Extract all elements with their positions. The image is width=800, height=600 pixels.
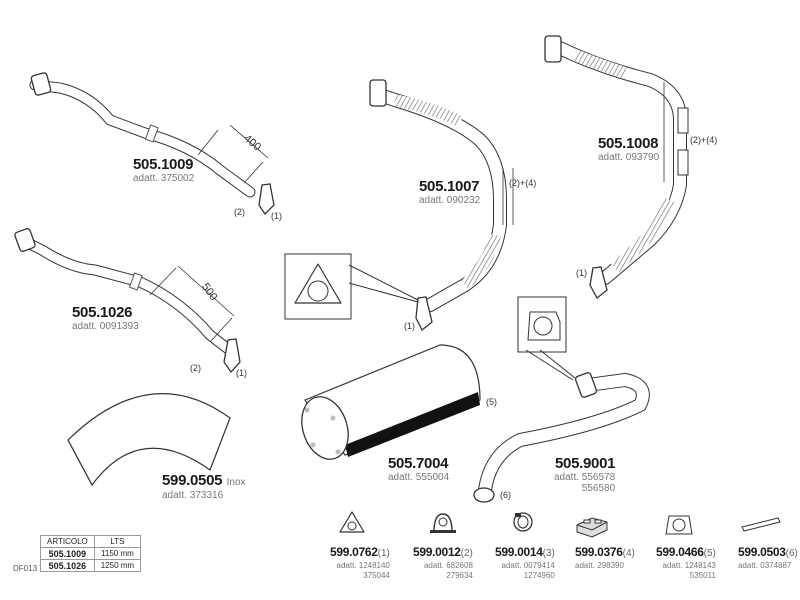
part-505-9001[interactable]: 505.9001 adatt. 556578 556580 — [554, 455, 615, 494]
part-505-1009[interactable]: 505.1009 adatt. 375002 — [133, 156, 194, 184]
flange-icon — [589, 266, 608, 299]
callout-label: (1) — [236, 368, 247, 378]
cross-reference: adatt. 298390 — [575, 561, 624, 570]
cross-reference: adatt. 0079414 — [501, 561, 555, 570]
part-number: 599.0505 — [162, 472, 223, 489]
triangular-gasket-icon — [339, 511, 365, 533]
callout-label: (2) — [234, 207, 245, 217]
cross-reference: adatt. 375002 — [133, 173, 195, 184]
material-label: Inox — [226, 477, 246, 488]
length-table: ARTICOLO LTS 505.1009 1150 mm 505.1026 1… — [40, 535, 142, 572]
part-number: 599.0014 — [495, 545, 543, 559]
pipe-505-9001[interactable] — [473, 296, 650, 503]
flange-icon — [258, 183, 275, 216]
article-cell: 505.1009 — [40, 547, 95, 560]
length-cell: 1150 mm — [93, 547, 142, 560]
table-row: 505.1026 1250 mm — [40, 559, 142, 572]
callout-label: (2) — [190, 363, 201, 373]
part-number: 599.0466 — [656, 545, 704, 559]
muffler-505-7004[interactable] — [294, 344, 481, 465]
accessory-599-0376[interactable]: 599.0376(4) adatt. 298390 — [575, 543, 635, 571]
part-number: 599.0012 — [413, 545, 461, 559]
table-header-row: ARTICOLO LTS — [40, 535, 142, 548]
length-cell: 1250 mm — [93, 559, 142, 572]
position-ref: (2) — [460, 548, 473, 559]
u-bolt-clamp-icon — [430, 513, 456, 533]
flange-icon — [14, 228, 36, 252]
part-505-1008[interactable]: 505.1008 adatt. 093790 — [598, 135, 659, 163]
callout-label: (5) — [486, 397, 497, 407]
callout-label: (1) — [271, 211, 282, 221]
flange-icon — [369, 79, 387, 107]
callout-label: (1) — [576, 268, 587, 278]
flange-icon — [544, 35, 562, 63]
cross-reference: 1274960 — [523, 571, 555, 580]
dimension-line — [177, 265, 235, 317]
flange-icon — [574, 372, 598, 398]
diagram-code: DF013 — [13, 564, 38, 573]
part-number: 505.9001 — [555, 455, 616, 472]
bracket-icon — [677, 107, 689, 134]
pipe-505-1007[interactable] — [284, 79, 514, 332]
cross-reference: adatt. 373316 — [162, 490, 224, 501]
part-number: 599.0376 — [575, 545, 623, 559]
flange-icon — [223, 338, 241, 374]
assembly-note: (2)+(4) — [690, 135, 718, 145]
cross-reference: adatt. 0374887 — [738, 561, 792, 570]
column-header: ARTICOLO — [40, 535, 95, 548]
cross-reference: 556580 — [581, 483, 616, 494]
rubber-mount-icon — [576, 517, 608, 538]
callout-label: (6) — [500, 490, 511, 500]
position-ref: (4) — [622, 548, 635, 559]
pipe-505-1009[interactable] — [29, 72, 275, 216]
band-clamp-icon — [513, 512, 533, 532]
part-number: 599.0503 — [738, 545, 786, 559]
part-number: 505.1026 — [72, 304, 133, 321]
accessory-599-0762[interactable]: 599.0762(1) adatt. 1248140 375044 — [330, 543, 390, 581]
accessory-599-0466[interactable]: 599.0466(5) adatt. 1248143 535011 — [656, 543, 716, 581]
column-header: LTS — [93, 535, 142, 548]
assembly-note: (2)+(4) — [509, 178, 537, 188]
cross-reference: 535011 — [689, 571, 716, 580]
part-number: 505.1009 — [133, 156, 194, 173]
accessory-599-0012[interactable]: 599.0012(2) adatt. 682608 279634 — [413, 543, 473, 581]
cross-reference: adatt. 1248140 — [336, 561, 390, 570]
position-ref: (6) — [785, 548, 798, 559]
heat-shield-599-0505[interactable] — [67, 393, 231, 487]
part-number: 505.1008 — [598, 135, 659, 152]
cross-reference: 375044 — [363, 571, 390, 580]
dimension-line — [229, 124, 269, 159]
flange-icon — [415, 296, 433, 332]
strap-icon — [741, 517, 781, 532]
bracket-icon — [677, 149, 689, 176]
cross-reference: adatt. 0091393 — [72, 321, 139, 332]
cross-reference: 279634 — [446, 571, 473, 580]
square-gasket-icon — [665, 515, 693, 535]
table-row: 505.1009 1150 mm — [40, 547, 142, 560]
cross-reference: adatt. 1248143 — [662, 561, 716, 570]
callout-label: (1) — [404, 321, 415, 331]
cross-reference: adatt. 682608 — [423, 561, 473, 570]
flange-icon — [30, 72, 52, 96]
cross-reference: adatt. 093790 — [598, 152, 660, 163]
accessory-599-0503[interactable]: 599.0503(6) adatt. 0374887 — [738, 543, 798, 571]
accessory-599-0014[interactable]: 599.0014(3) adatt. 0079414 1274960 — [495, 543, 555, 581]
cross-reference: adatt. 090232 — [419, 195, 481, 206]
cross-reference: adatt. 556578 — [554, 472, 616, 483]
part-505-7004[interactable]: 505.7004 adatt. 555004 — [388, 455, 449, 483]
pipe-505-1026[interactable] — [14, 228, 241, 374]
position-ref: (3) — [542, 548, 555, 559]
position-ref: (5) — [703, 548, 716, 559]
position-ref: (1) — [377, 548, 390, 559]
pipe-505-1008[interactable] — [544, 35, 689, 299]
cross-reference: adatt. 555004 — [388, 472, 450, 483]
part-number: 599.0762 — [330, 545, 378, 559]
part-number: 505.1007 — [419, 178, 480, 195]
part-number: 505.7004 — [388, 455, 449, 472]
part-505-1007[interactable]: 505.1007 adatt. 090232 — [419, 178, 480, 206]
part-505-1026[interactable]: 505.1026 adatt. 0091393 — [72, 304, 139, 332]
part-599-0505[interactable]: 599.0505 Inox adatt. 373316 — [162, 472, 246, 501]
article-cell: 505.1026 — [40, 559, 95, 572]
